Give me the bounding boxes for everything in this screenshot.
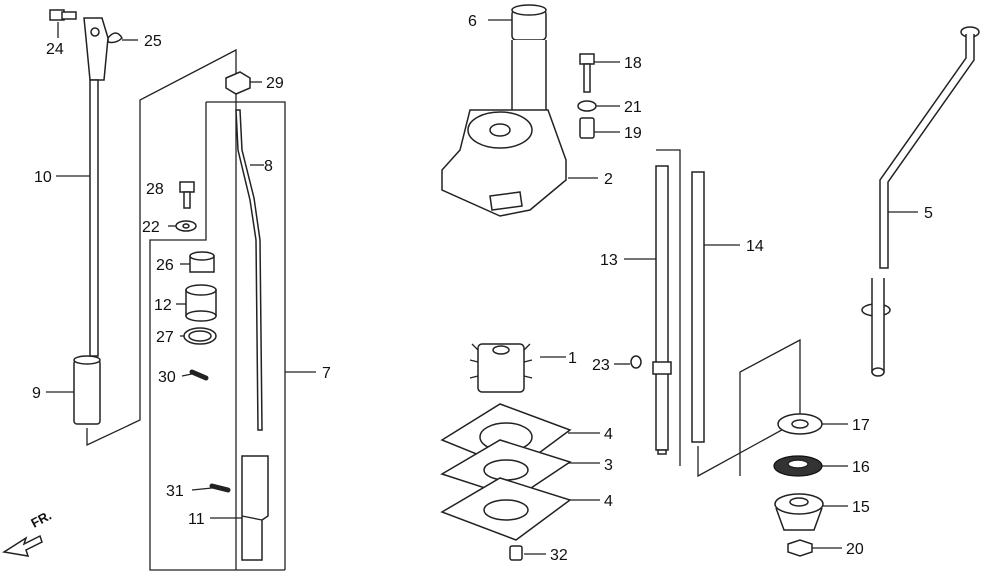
callout-30: 30 (158, 369, 176, 386)
part-10-rod (83, 17, 109, 357)
callout-25: 25 (144, 33, 162, 50)
callout-10: 10 (34, 169, 52, 186)
part-28-bolt (179, 181, 195, 209)
part-23-pin (630, 355, 642, 369)
callout-18: 18 (624, 55, 642, 72)
callout-7: 7 (322, 365, 331, 382)
callout-26: 26 (156, 257, 174, 274)
callout-1: 1 (568, 350, 577, 367)
callout-11: 11 (188, 511, 205, 528)
group-outline-13 (656, 149, 681, 466)
part-25-clip (107, 32, 123, 44)
callout-5: 5 (924, 205, 933, 222)
part-31-pin (209, 483, 231, 493)
part-16-bearing (773, 455, 823, 477)
part-3-plate (440, 439, 572, 499)
part-27-oring (183, 327, 217, 345)
callout-8: 8 (264, 158, 273, 175)
callout-14: 14 (746, 238, 764, 255)
callout-16: 16 (852, 459, 870, 476)
callout-3: 3 (604, 457, 613, 474)
callout-24: 24 (46, 41, 64, 58)
part-14-shaft (691, 171, 705, 443)
part-11-shift-cam (241, 455, 269, 561)
callout-4-upper: 4 (604, 426, 613, 443)
callout-13: 13 (600, 252, 618, 269)
group-outline-14 (697, 338, 801, 478)
callout-9: 9 (32, 385, 41, 402)
part-13-shaft (652, 165, 672, 455)
callout-21: 21 (624, 99, 642, 116)
callout-28: 28 (146, 181, 164, 198)
part-5-water-tube (861, 26, 980, 377)
callout-22: 22 (142, 219, 160, 236)
part-1-impeller (469, 343, 533, 393)
callout-12: 12 (154, 297, 172, 314)
callout-2: 2 (604, 171, 613, 188)
part-24-bolt (49, 9, 77, 21)
callout-32: 32 (550, 547, 568, 564)
part-20-nut (787, 539, 813, 557)
part-26-bush (189, 251, 215, 273)
callout-6: 6 (468, 13, 477, 30)
part-29-nut (225, 71, 251, 95)
front-direction-arrow: FR. (1, 508, 54, 557)
callout-20: 20 (846, 541, 864, 558)
callout-29: 29 (266, 75, 284, 92)
part-6-liner (511, 4, 547, 41)
part-12-seal (185, 284, 217, 322)
group-outline-left (86, 48, 237, 570)
callout-4-lower: 4 (604, 493, 613, 510)
part-30-pin (189, 369, 209, 381)
part-19-dowel (579, 117, 595, 139)
callout-labels: 1 2 3 4 4 5 6 7 8 9 10 11 12 13 14 15 16… (32, 13, 933, 564)
direction-marker-label: FR. (28, 508, 54, 531)
part-15-gear (774, 493, 824, 531)
part-2-pump-housing (441, 40, 567, 217)
callout-23: 23 (592, 357, 610, 374)
callout-27: 27 (156, 329, 174, 346)
callout-19: 19 (624, 125, 642, 142)
callout-31: 31 (166, 483, 184, 500)
part-4-gasket-lower (440, 477, 572, 541)
part-18-bolt (579, 53, 595, 93)
callout-17: 17 (852, 417, 870, 434)
part-21-washer (577, 100, 597, 112)
group-outline-7 (206, 101, 286, 570)
group-outline-7b (149, 102, 285, 571)
part-9-sleeve (73, 355, 101, 425)
part-32-dowel (509, 545, 523, 561)
part-8-shift-rod (235, 109, 263, 431)
part-22-washer (175, 220, 197, 232)
leader-lines (46, 19, 918, 555)
callout-15: 15 (852, 499, 870, 516)
part-17-washer (777, 413, 823, 435)
